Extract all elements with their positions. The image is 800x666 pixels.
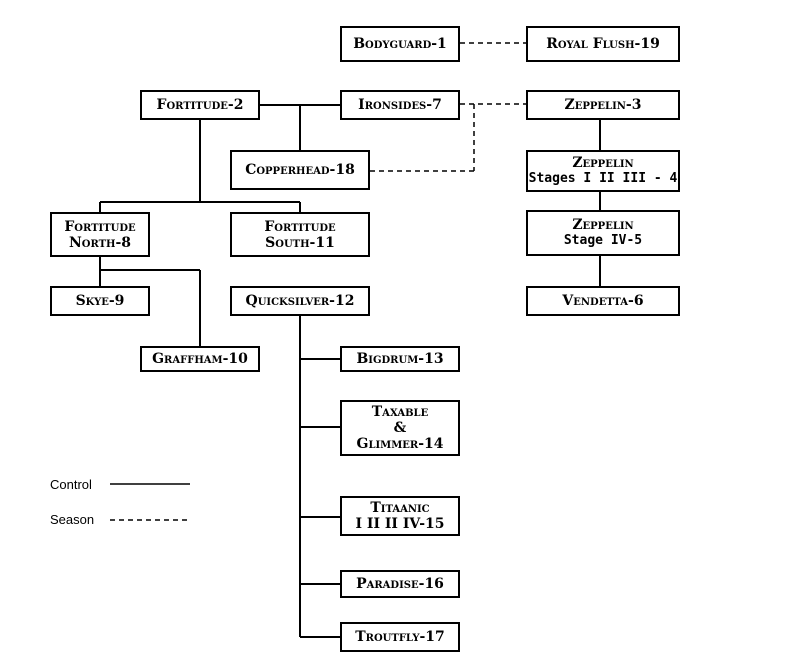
legend-control-label: Control <box>50 477 92 492</box>
node-label-line2: Stages I II III - 4 <box>528 171 678 186</box>
node-label: Fortitude-2 <box>156 97 244 113</box>
node-paradise: Paradise-16 <box>340 570 460 598</box>
node-label-line1: Zeppelin <box>572 217 634 233</box>
node-vendetta: Vendetta-6 <box>526 286 680 316</box>
node-zeppelin: Zeppelin-3 <box>526 90 680 120</box>
node-label: Bodyguard-1 <box>353 36 447 52</box>
node-label: Royal Flush-19 <box>546 36 660 52</box>
node-graffham: Graffham-10 <box>140 346 260 372</box>
node-zeppelin-iv: Zeppelin Stage IV-5 <box>526 210 680 256</box>
node-label-line2: I II II IV-15 <box>355 516 445 532</box>
node-label-line2: Stage IV-5 <box>563 233 643 248</box>
node-label: Quicksilver-12 <box>245 293 355 309</box>
node-label-line1: Titaanic <box>370 500 430 516</box>
node-ironsides: Ironsides-7 <box>340 90 460 120</box>
node-quicksilver: Quicksilver-12 <box>230 286 370 316</box>
node-taxable-glimmer: Taxable & Glimmer-14 <box>340 400 460 456</box>
node-fortitude-north: Fortitude North-8 <box>50 212 150 257</box>
node-label: Troutfly-17 <box>355 629 445 645</box>
node-label-line2: North-8 <box>68 234 132 251</box>
node-label-line1: Fortitude <box>264 218 336 235</box>
node-troutfly: Troutfly-17 <box>340 622 460 652</box>
node-label: Copperhead-18 <box>245 162 355 178</box>
node-skye: Skye-9 <box>50 286 150 316</box>
node-bodyguard: Bodyguard-1 <box>340 26 460 62</box>
legend-season-label: Season <box>50 512 95 527</box>
node-zeppelin-stages: Zeppelin Stages I II III - 4 <box>526 150 680 192</box>
node-label: Vendetta-6 <box>562 293 644 309</box>
node-label-line1: Zeppelin <box>572 155 634 171</box>
node-label: Zeppelin-3 <box>564 97 642 113</box>
node-royal-flush: Royal Flush-19 <box>526 26 680 62</box>
node-label: Bigdrum-13 <box>356 351 444 367</box>
node-label-line2: & <box>393 420 407 436</box>
node-label-line1: Taxable <box>371 404 429 420</box>
node-label: Skye-9 <box>75 293 125 309</box>
node-label: Graffham-10 <box>152 351 248 367</box>
node-fortitude: Fortitude-2 <box>140 90 260 120</box>
node-titanic: Titaanic I II II IV-15 <box>340 496 460 536</box>
node-bigdrum: Bigdrum-13 <box>340 346 460 372</box>
node-label-line2: South-11 <box>265 234 335 251</box>
node-label-line3: Glimmer-14 <box>356 436 444 452</box>
node-copperhead: Copperhead-18 <box>230 150 370 190</box>
node-fortitude-south: Fortitude South-11 <box>230 212 370 257</box>
node-label: Ironsides-7 <box>358 97 442 113</box>
node-label-line1: Fortitude <box>64 218 136 235</box>
node-label: Paradise-16 <box>356 576 444 592</box>
